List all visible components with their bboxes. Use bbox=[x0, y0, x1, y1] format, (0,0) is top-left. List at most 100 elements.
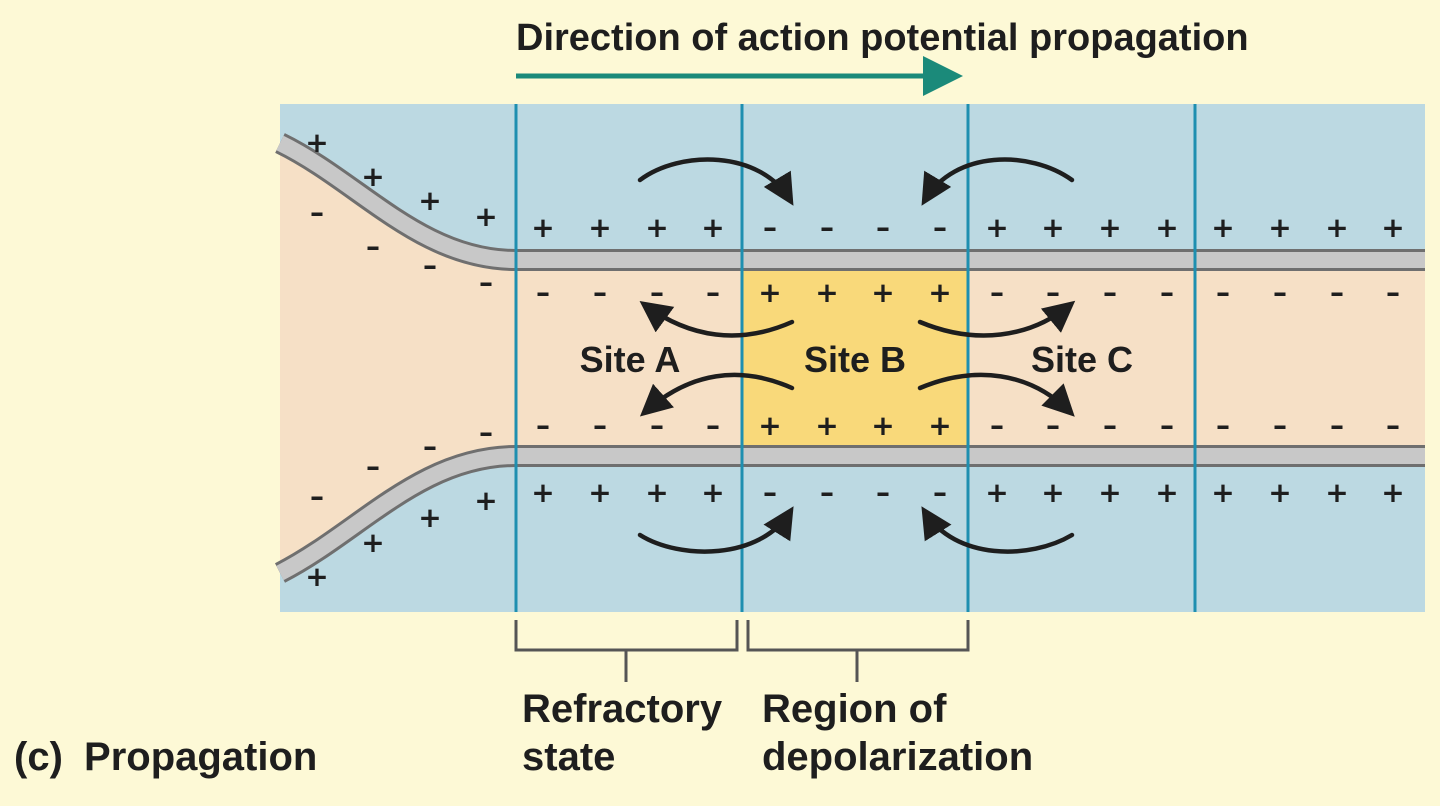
positive-charge: + bbox=[871, 409, 894, 442]
negative-charge: – bbox=[876, 211, 890, 244]
depolarization-bracket bbox=[746, 620, 970, 682]
negative-charge: – bbox=[763, 476, 777, 509]
direction-title: Direction of action potential propagatio… bbox=[516, 17, 1249, 59]
axon-membrane bbox=[274, 133, 1425, 583]
negative-charge: – bbox=[1046, 276, 1060, 309]
negative-charge: – bbox=[593, 276, 607, 309]
depolarization-label-line2: depolarization bbox=[762, 735, 1033, 779]
negative-charge: – bbox=[366, 450, 380, 483]
negative-charge: – bbox=[310, 480, 324, 513]
depolarized-zone bbox=[742, 268, 968, 448]
current-arrow bbox=[917, 372, 1075, 417]
negative-charge: – bbox=[650, 409, 664, 442]
membrane-charges: + – – + + – – + + – – + + – – + – + + – – + + – – + + – – + + – + – – + + – – +… bbox=[305, 126, 1404, 593]
negative-charge: – bbox=[933, 211, 947, 244]
positive-charge: + bbox=[1268, 476, 1291, 509]
negative-charge: – bbox=[1103, 276, 1117, 309]
positive-charge: + bbox=[1268, 211, 1291, 244]
negative-charge: – bbox=[990, 409, 1004, 442]
positive-charge: + bbox=[1098, 476, 1121, 509]
positive-charge: + bbox=[1325, 211, 1348, 244]
negative-charge: – bbox=[310, 196, 324, 229]
refractory-label-line2: state bbox=[522, 735, 615, 779]
negative-charge: – bbox=[820, 476, 834, 509]
site-a-label: Site A bbox=[580, 339, 681, 380]
depolarization-label: Region of bbox=[762, 687, 947, 731]
positive-charge: + bbox=[758, 276, 781, 309]
positive-charge: + bbox=[531, 211, 554, 244]
negative-charge: – bbox=[933, 476, 947, 509]
negative-charge: – bbox=[366, 230, 380, 263]
current-arrow bbox=[921, 157, 1075, 206]
negative-charge: – bbox=[1273, 409, 1287, 442]
current-arrow bbox=[921, 506, 1075, 554]
negative-charge: – bbox=[1330, 409, 1344, 442]
positive-charge: + bbox=[1041, 476, 1064, 509]
positive-charge: + bbox=[645, 211, 668, 244]
negative-charge: – bbox=[650, 276, 664, 309]
negative-charge: – bbox=[1046, 409, 1060, 442]
positive-charge: + bbox=[815, 276, 838, 309]
positive-charge: + bbox=[928, 409, 951, 442]
negative-charge: – bbox=[1386, 276, 1400, 309]
positive-charge: + bbox=[588, 476, 611, 509]
current-arrow bbox=[637, 506, 794, 554]
site-b-label: Site B bbox=[804, 339, 906, 380]
positive-charge: + bbox=[474, 484, 497, 517]
positive-charge: + bbox=[418, 184, 441, 217]
panel-title: Propagation bbox=[84, 735, 317, 779]
refractory-label: Refractory bbox=[522, 687, 723, 731]
negative-charge: – bbox=[1160, 409, 1174, 442]
negative-charge: – bbox=[763, 211, 777, 244]
negative-charge: – bbox=[706, 409, 720, 442]
positive-charge: + bbox=[1211, 476, 1234, 509]
positive-charge: + bbox=[701, 476, 724, 509]
negative-charge: – bbox=[479, 266, 493, 299]
panel-label: (c) Propagation bbox=[14, 735, 317, 779]
positive-charge: + bbox=[815, 409, 838, 442]
positive-charge: + bbox=[1155, 476, 1178, 509]
positive-charge: + bbox=[1155, 211, 1178, 244]
negative-charge: – bbox=[1160, 276, 1174, 309]
region-dividers bbox=[514, 104, 1197, 612]
positive-charge: + bbox=[985, 211, 1008, 244]
negative-charge: – bbox=[820, 211, 834, 244]
site-c-label: Site C bbox=[1031, 339, 1133, 380]
positive-charge: + bbox=[474, 200, 497, 233]
negative-charge: – bbox=[536, 276, 550, 309]
current-arrow bbox=[917, 300, 1076, 338]
negative-charge: – bbox=[1386, 409, 1400, 442]
negative-charge: – bbox=[1216, 276, 1230, 309]
negative-charge: – bbox=[1103, 409, 1117, 442]
negative-charge: – bbox=[479, 416, 493, 449]
negative-charge: – bbox=[423, 430, 437, 463]
positive-charge: + bbox=[588, 211, 611, 244]
region-brackets bbox=[514, 620, 970, 682]
positive-charge: + bbox=[1325, 476, 1348, 509]
current-arrow bbox=[639, 372, 795, 417]
positive-charge: + bbox=[418, 501, 441, 534]
positive-charge: + bbox=[1381, 211, 1404, 244]
positive-charge: + bbox=[645, 476, 668, 509]
positive-charge: + bbox=[305, 126, 328, 159]
positive-charge: + bbox=[361, 160, 384, 193]
positive-charge: + bbox=[928, 276, 951, 309]
positive-charge: + bbox=[1211, 211, 1234, 244]
negative-charge: – bbox=[423, 249, 437, 282]
positive-charge: + bbox=[758, 409, 781, 442]
negative-charge: – bbox=[876, 476, 890, 509]
negative-charge: – bbox=[1216, 409, 1230, 442]
positive-charge: + bbox=[871, 276, 894, 309]
positive-charge: + bbox=[701, 211, 724, 244]
negative-charge: – bbox=[593, 409, 607, 442]
negative-charge: – bbox=[1273, 276, 1287, 309]
current-arrow bbox=[639, 301, 795, 338]
negative-charge: – bbox=[1330, 276, 1344, 309]
positive-charge: + bbox=[985, 476, 1008, 509]
positive-charge: + bbox=[531, 476, 554, 509]
positive-charge: + bbox=[305, 560, 328, 593]
negative-charge: – bbox=[706, 276, 720, 309]
negative-charge: – bbox=[990, 276, 1004, 309]
positive-charge: + bbox=[1098, 211, 1121, 244]
